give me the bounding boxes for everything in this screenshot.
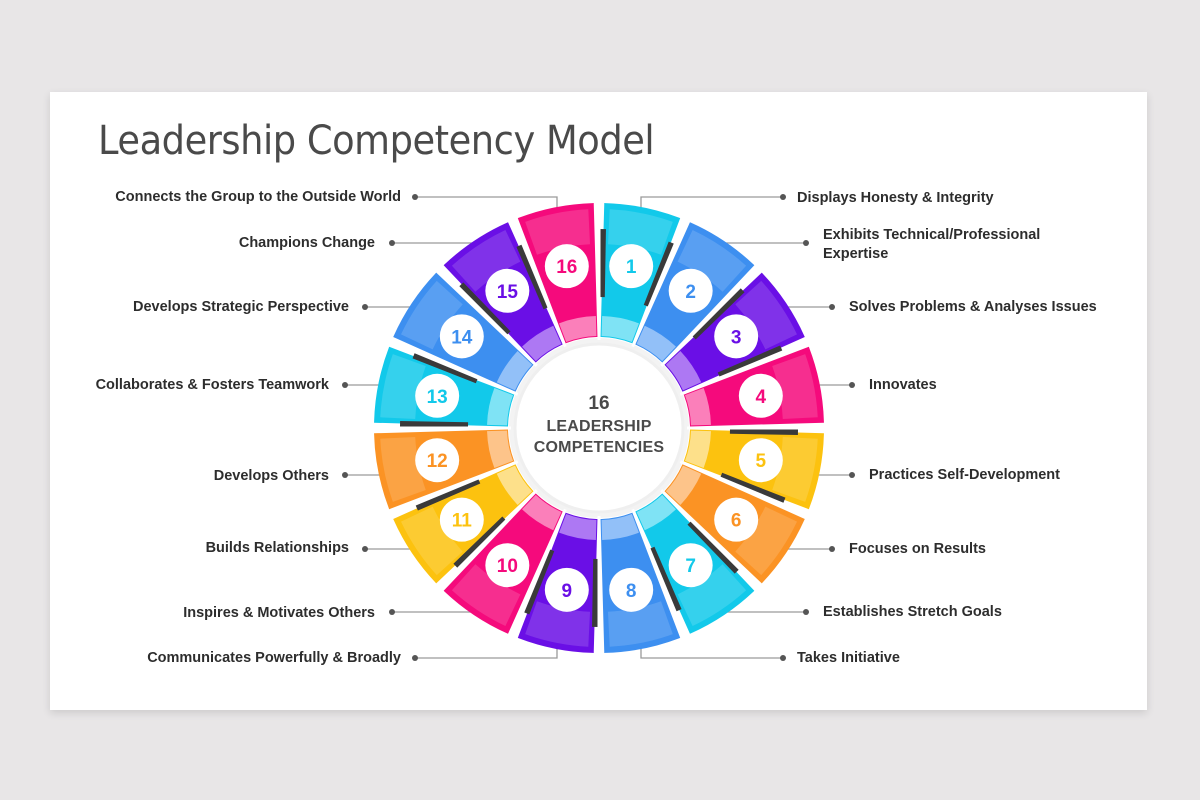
separator-bar [717,345,783,379]
number-badge-text: 9 [562,581,573,602]
competency-segment-6: 6 [664,464,805,584]
competency-segment-3: 3 [664,272,805,392]
competency-segment-15: 15 [443,222,563,363]
separator-bar [719,472,786,505]
number-badge-7 [668,543,713,588]
number-badge-text: 11 [452,511,473,532]
number-badge-2 [668,268,713,313]
number-badge-text: 7 [685,556,696,577]
number-badge-text: 13 [427,387,448,408]
competency-segment-11: 11 [393,464,534,584]
number-badge-text: 6 [731,511,742,532]
competency-segment-8: 8 [600,512,681,653]
competency-label-6: Focuses on Results [849,541,986,557]
number-badge-3 [714,314,759,359]
separator-bar [415,477,481,511]
competency-segment-9: 9 [517,512,598,653]
competency-label-12: Develops Others [213,468,329,484]
number-badge-6 [714,497,759,542]
competency-label-5: Practices Self-Development [869,467,1060,483]
competency-label-10: Inspires & Motivates Others [183,605,375,621]
separator-bar [687,519,740,574]
competency-label-9: Communicates Powerfully & Broadly [147,650,401,666]
center-line-2: COMPETENCIES [533,439,665,456]
number-badge-text: 4 [756,387,767,408]
competency-segment-12: 12 [374,429,515,510]
separator-bar [643,241,676,308]
number-badge-5 [738,438,783,483]
number-badge-text: 3 [731,327,742,348]
competency-segment-4: 4 [683,346,824,427]
competency-label-1: Displays Honesty & Integrity [797,190,994,206]
separator-bar [399,421,469,430]
number-badge-10 [485,543,530,588]
separator-bar [412,351,479,384]
number-badge-8 [609,567,654,612]
number-badge-13 [415,373,460,418]
competency-label-3: Solves Problems & Analyses Issues [849,299,1097,315]
competency-segment-13: 13 [374,346,515,427]
number-badge-text: 1 [626,257,637,278]
separator-bar [592,558,601,628]
center-line-1: LEADERSHIP [546,418,652,435]
slide-title: Leadership Competency Model [98,118,655,164]
competency-segment-7: 7 [635,493,755,634]
number-badge-text: 5 [756,451,767,472]
number-badge-1 [609,244,654,289]
number-badge-15 [485,268,530,313]
number-badge-text: 15 [497,282,519,303]
competency-label-13: Collaborates & Fosters Teamwork [95,377,329,393]
competency-label-14: Develops Strategic Perspective [133,299,349,315]
center-label: 16 LEADERSHIP COMPETENCIES [519,392,679,458]
competency-label-4: Innovates [869,377,937,393]
separator-bar [729,426,799,435]
competency-segment-14: 14 [393,272,534,392]
competency-label-7: Establishes Stretch Goals [823,604,1002,620]
competency-segment-5: 5 [683,429,824,510]
competency-label-2: Exhibits Technical/Professional Expertis… [823,227,1041,262]
competency-segment-2: 2 [635,222,755,363]
competency-segment-16: 16 [517,203,598,344]
number-badge-text: 2 [685,282,696,303]
competency-label-15: Champions Change [238,235,375,251]
number-badge-12 [415,438,460,483]
center-count: 16 [588,393,610,414]
center-circle [513,342,685,514]
separator-bar [516,244,550,310]
number-badge-16 [544,244,589,289]
number-badge-text: 16 [556,257,577,278]
number-badge-text: 8 [626,581,637,602]
number-badge-14 [439,314,484,359]
competency-label-8: Takes Initiative [797,650,900,666]
competency-label-11: Builds Relationships [205,540,349,556]
separator-bar [690,287,745,340]
number-badge-text: 10 [497,556,518,577]
competency-segment-1: 1 [600,203,681,344]
number-badge-text: 12 [427,451,448,472]
number-badge-text: 14 [451,327,473,348]
separator-bar [597,228,606,298]
separator-bar [458,282,511,337]
number-badge-4 [738,373,783,418]
competency-label-16: Connects the Group to the Outside World [115,189,401,205]
number-badge-9 [544,567,589,612]
separator-bar [522,548,555,615]
number-badge-11 [439,497,484,542]
separator-bar [648,546,682,612]
separator-bar [453,516,508,569]
competency-segment-10: 10 [443,493,563,634]
